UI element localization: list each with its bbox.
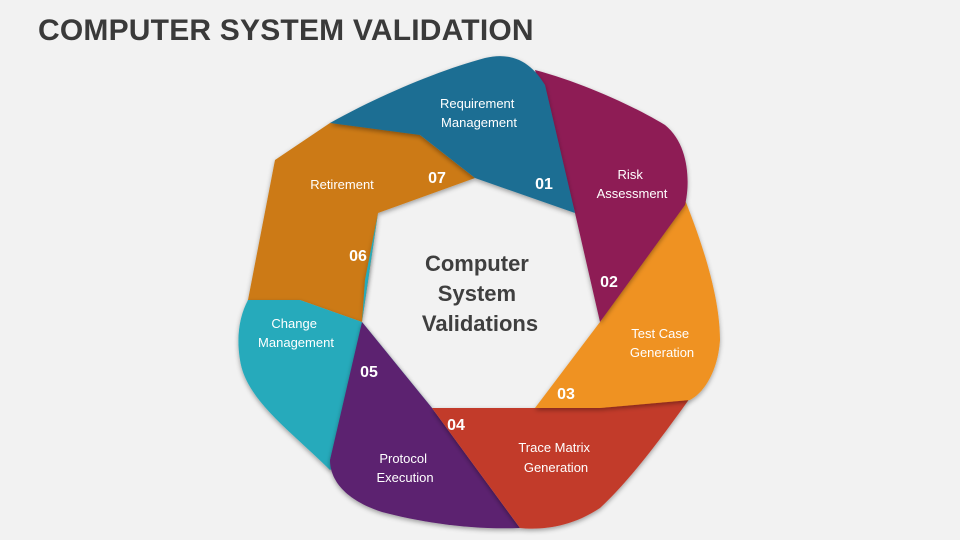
- center-hole: [362, 178, 600, 408]
- segment-03-label: Test Case Generation: [630, 326, 694, 360]
- segment-04-shape: [432, 398, 690, 529]
- segment-05-label: Protocol Execution: [376, 451, 433, 485]
- segment-06-number: 06: [349, 248, 367, 265]
- segment-05-shape: [330, 322, 520, 529]
- slide-title: COMPUTER SYSTEM VALIDATION: [38, 14, 534, 47]
- segment-02-label: Risk Assessment: [597, 167, 668, 201]
- segment-07-shape: [248, 120, 475, 322]
- segment-02-shape: [535, 70, 688, 322]
- center-title: Computer System Validations: [422, 251, 538, 336]
- segment-03-shape: [535, 200, 720, 408]
- segment-04-number: 04: [447, 417, 465, 434]
- segment-02-number: 02: [600, 274, 618, 291]
- segment-01-number: 01: [535, 176, 553, 193]
- segment-01-shape: [330, 56, 575, 213]
- segment-06-label: Change Management: [258, 316, 334, 350]
- segment-07-label: Retirement: [310, 177, 374, 192]
- segment-01-label: Requirement Management: [440, 96, 518, 130]
- segment-05-number: 05: [360, 364, 378, 381]
- segment-03-number: 03: [557, 386, 575, 403]
- segment-07-number: 07: [428, 170, 446, 187]
- segment-04-label: Trace Matrix Generation: [518, 440, 593, 475]
